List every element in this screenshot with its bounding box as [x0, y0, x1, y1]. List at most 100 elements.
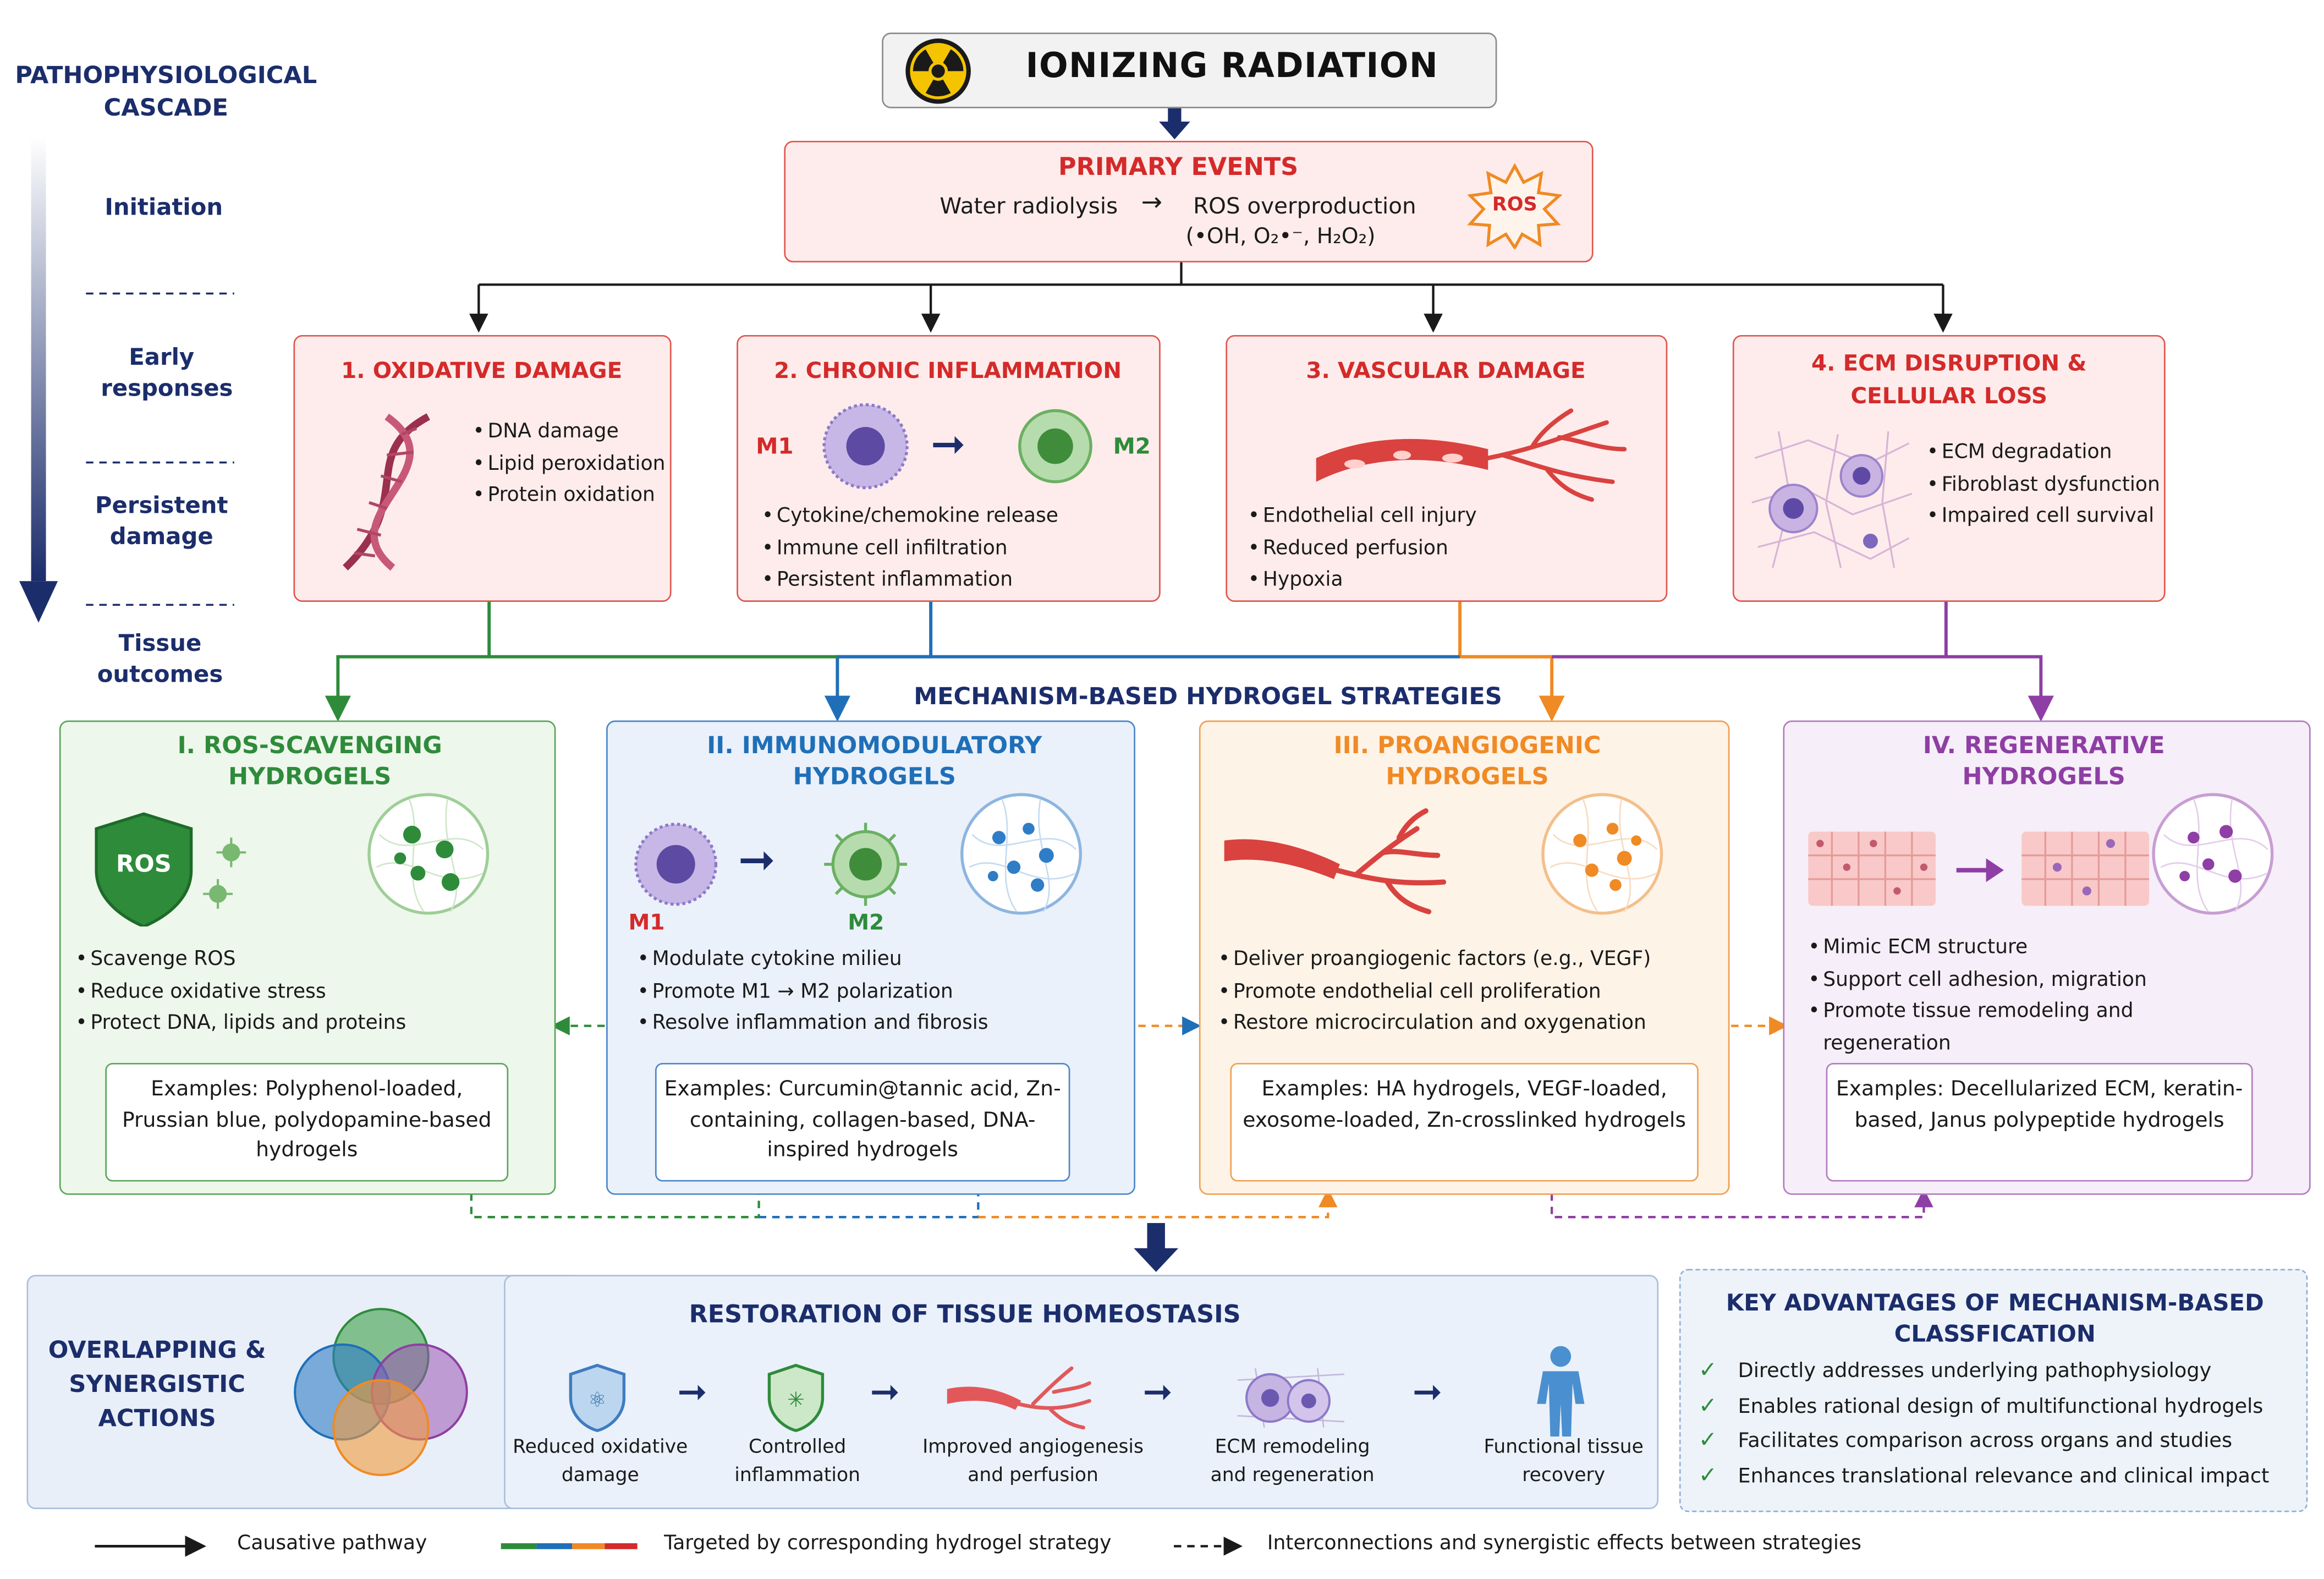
m2-macrophage-icon — [1018, 409, 1092, 484]
list-item: Fibroblast dysfunction — [1927, 469, 2160, 501]
list-item: ✓Directly addresses underlying pathophys… — [1698, 1356, 2212, 1383]
regenerative-title: IV. REGENERATIVE HYDROGELS — [1922, 731, 2165, 791]
list-item: Protein oxidation — [473, 480, 666, 512]
blood-vessel-icon — [1224, 808, 1447, 914]
stage-initiation: Initiation — [105, 194, 223, 221]
list-item: Deliver proangiogenic factors (e.g., VEG… — [1218, 944, 1651, 976]
svg-text:✳: ✳ — [787, 1388, 805, 1412]
list-item: Resolve inflammation and fibrosis — [638, 1008, 988, 1040]
ionizing-radiation-header: IONIZING RADIATION — [882, 32, 1497, 108]
step-arrow-icon: ➞ — [1412, 1371, 1443, 1413]
vascular-damage-list: Endothelial cell injury Reduced perfusio… — [1248, 501, 1477, 597]
chronic-inflammation-box: 2. CHRONIC INFLAMMATION M1 ➞ M2 Cytokine… — [737, 335, 1161, 602]
human-figure-icon — [1537, 1346, 1585, 1437]
water-radiolysis-label: Water radiolysis — [940, 193, 1118, 220]
list-item: Hypoxia — [1248, 565, 1477, 597]
list-item: Scavenge ROS — [75, 944, 406, 976]
immunomodulatory-title: II. IMMUNOMODULATORY HYDROGELS — [707, 731, 1042, 791]
svg-text:⚛: ⚛ — [588, 1388, 607, 1412]
list-item: Promote M1 → M2 polarization — [638, 976, 988, 1008]
regenerative-box: IV. REGENERATIVE HYDROGELS Mimic ECM str… — [1783, 720, 2311, 1195]
step-controlled-inflammation: Controlled inflammation — [734, 1436, 860, 1487]
list-item: Persistent inflammation — [762, 565, 1058, 597]
ecm-disruption-list: ECM degradation Fibroblast dysfunction I… — [1927, 437, 2160, 533]
overlapping-actions-box: OVERLAPPING & SYNERGISTIC ACTIONS — [26, 1275, 575, 1510]
list-item: Cytokine/chemokine release — [762, 501, 1058, 533]
list-item: Impaired cell survival — [1927, 501, 2160, 533]
m1-macrophage-icon — [822, 403, 909, 490]
step-arrow-icon: ➞ — [677, 1371, 707, 1413]
m1-label: M1 — [756, 432, 794, 460]
regenerative-list: Mimic ECM structure Support cell adhesio… — [1808, 933, 2164, 1060]
hydrogel-network-icon — [1541, 793, 1663, 915]
vascular-damage-box: 3. VASCULAR DAMAGE Endothelial cell inju… — [1226, 335, 1668, 602]
list-item: Modulate cytokine milieu — [638, 944, 988, 976]
ecm-cells-icon — [1237, 1368, 1344, 1428]
advantages-title: KEY ADVANTAGES OF MECHANISM-BASED CLASSF… — [1726, 1290, 2264, 1348]
primary-events-title: PRIMARY EVENTS — [1058, 152, 1299, 181]
check-icon: ✓ — [1698, 1461, 1717, 1488]
oxidative-damage-title: 1. OXIDATIVE DAMAGE — [341, 357, 623, 384]
ros-scavenging-examples: Examples: Polyphenol-loaded, Prussian bl… — [105, 1062, 509, 1182]
stage-tissue-outcomes: Tissue outcomes — [97, 630, 223, 688]
proangiogenic-box: III. PROANGIOGENIC HYDROGELS Deliver pro… — [1199, 720, 1730, 1195]
step-arrow-icon: ➞ — [870, 1371, 900, 1413]
list-item: ECM degradation — [1927, 437, 2160, 469]
list-item: Support cell adhesion, migration — [1808, 964, 2164, 996]
ros-shield-label: ROS — [116, 849, 172, 878]
ros-scavenging-box: I. ROS-SCAVENGING HYDROGELS ROS Scavenge… — [59, 720, 556, 1195]
ros-scavenging-list: Scavenge ROS Reduce oxidative stress Pro… — [75, 944, 406, 1040]
check-icon: ✓ — [1698, 1426, 1717, 1453]
list-item: Lipid peroxidation — [473, 448, 666, 480]
damaged-blood-vessel-icon — [1316, 408, 1627, 502]
list-item: Restore microcirculation and oxygenation — [1218, 1008, 1651, 1040]
step-improved-angiogenesis: Improved angiogenesis and perfusion — [922, 1436, 1144, 1487]
ros-starburst-icon — [1467, 163, 1563, 249]
step-ecm-remodeling: ECM remodeling and regeneration — [1210, 1436, 1375, 1487]
list-item: Reduced perfusion — [1248, 533, 1477, 565]
chronic-inflammation-list: Cytokine/chemokine release Immune cell i… — [762, 501, 1058, 597]
hydrogel-network-icon — [2152, 793, 2274, 915]
shield-icon: ⚛ — [569, 1363, 626, 1432]
strategies-title: MECHANISM-BASED HYDROGEL STRATEGIES — [914, 682, 1502, 710]
blood-vessel-icon — [947, 1366, 1091, 1430]
m2-macrophage-icon — [824, 823, 908, 906]
immunomodulatory-list: Modulate cytokine milieu Promote M1 → M2… — [638, 944, 988, 1040]
list-item: ✓Enhances translational relevance and cl… — [1698, 1461, 2270, 1488]
ros-badge-label: ROS — [1492, 194, 1537, 217]
list-item: Immune cell infiltration — [762, 533, 1058, 565]
overlapping-title: OVERLAPPING & SYNERGISTIC ACTIONS — [48, 1335, 266, 1432]
key-advantages-box: KEY ADVANTAGES OF MECHANISM-BASED CLASSF… — [1679, 1269, 2308, 1512]
m1-macrophage-icon — [634, 823, 718, 906]
dna-helix-icon — [343, 413, 430, 571]
step-functional-recovery: Functional tissue recovery — [1484, 1436, 1644, 1487]
m2-label: M2 — [1113, 432, 1151, 460]
proangiogenic-list: Deliver proangiogenic factors (e.g., VEG… — [1218, 944, 1651, 1040]
tissue-regeneration-icon — [1808, 831, 2150, 906]
cascade-title: PATHOPHYSIOLOGICAL CASCADE — [15, 61, 317, 122]
shield-icon — [95, 812, 246, 927]
step-reduced-oxidative-damage: Reduced oxidative damage — [513, 1436, 688, 1487]
restoration-title: RESTORATION OF TISSUE HOMEOSTASIS — [689, 1300, 1241, 1329]
advantages-list: ✓Directly addresses underlying pathophys… — [1699, 1356, 2270, 1495]
ros-overproduction-label: ROS overproduction — [1193, 193, 1416, 220]
venn-diagram-icon — [294, 1308, 468, 1477]
radiation-hazard-icon — [905, 39, 971, 104]
right-arrow-icon: → — [1141, 188, 1163, 218]
check-icon: ✓ — [1698, 1391, 1717, 1418]
hydrogel-network-icon — [960, 793, 1082, 915]
m1-to-m2-arrow-icon: ➞ — [931, 419, 966, 469]
m2-label: M2 — [848, 912, 884, 936]
list-item: ✓Facilitates comparison across organs an… — [1698, 1426, 2233, 1453]
legend-targeted: Targeted by corresponding hydrogel strat… — [664, 1533, 1112, 1555]
legend-causative: Causative pathway — [237, 1533, 427, 1555]
list-item: Endothelial cell injury — [1248, 501, 1477, 533]
list-item: Promote tissue remodeling and regenerati… — [1808, 996, 2164, 1060]
chronic-inflammation-title: 2. CHRONIC INFLAMMATION — [774, 357, 1122, 384]
polarization-arrow-icon: ➞ — [738, 835, 776, 887]
restoration-box: RESTORATION OF TISSUE HOMEOSTASIS ⚛ Redu… — [504, 1275, 1659, 1510]
check-icon: ✓ — [1698, 1356, 1717, 1383]
primary-events-box: PRIMARY EVENTS Water radiolysis → ROS ov… — [784, 140, 1594, 262]
ecm-disruption-box: 4. ECM DISRUPTION & CELLULAR LOSS ECM de… — [1732, 335, 2166, 602]
